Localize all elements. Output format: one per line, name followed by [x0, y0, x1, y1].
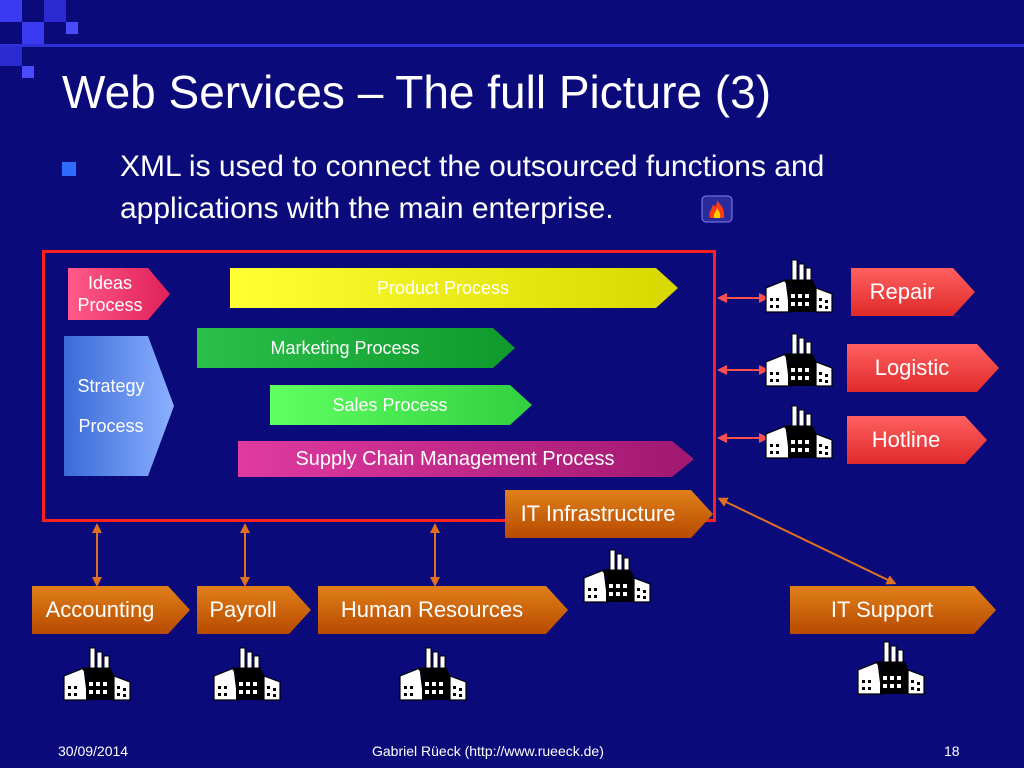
factory-it-infrastructure-icon — [582, 548, 652, 604]
payroll-department: Payroll — [197, 586, 311, 634]
strategy-process-line1: Strategy — [77, 376, 145, 396]
ideas-process-line1: Ideas — [87, 273, 133, 293]
ideas-process: Ideas Process — [68, 268, 170, 320]
factory-accounting-icon — [62, 646, 132, 702]
factory-human-resources-icon — [398, 646, 468, 702]
accounting-department: Accounting — [32, 586, 190, 634]
bullet-marker — [62, 162, 76, 176]
bullet-text: XML is used to connect the outsourced fu… — [120, 150, 825, 225]
factory-repair-icon — [764, 258, 834, 314]
product-process: Product Process — [230, 268, 678, 308]
factory-payroll-icon — [212, 646, 282, 702]
strategy-process: Strategy Process — [64, 336, 174, 476]
human-resources-department: Human Resources — [318, 586, 568, 634]
supply-chain-process: Supply Chain Management Process — [238, 441, 694, 477]
xml-icon[interactable] — [700, 194, 734, 224]
factory-it-support-icon — [856, 640, 926, 696]
factory-logistic-icon — [764, 332, 834, 388]
marketing-process: Marketing Process — [197, 328, 515, 368]
connector-it-support — [717, 497, 897, 585]
slide-title: Web Services – The full Picture (3) — [62, 66, 772, 118]
sales-process: Sales Process — [270, 385, 532, 425]
factory-hotline-icon — [764, 404, 834, 460]
strategy-process-line2: Process — [78, 416, 144, 436]
footer-page-number: 18 — [944, 743, 960, 759]
it-support-department: IT Support — [790, 586, 996, 634]
enterprise-frame — [42, 250, 716, 522]
footer-date: 30/09/2014 — [58, 743, 129, 759]
ideas-process-line2: Process — [77, 295, 143, 315]
hotline-service: Hotline — [847, 416, 987, 464]
it-infrastructure: IT Infrastructure — [505, 490, 713, 538]
header-rule — [0, 44, 1024, 47]
footer-author: Gabriel Rüeck (http://www.rueeck.de) — [372, 743, 604, 759]
logistic-service: Logistic — [847, 344, 999, 392]
repair-service: Repair — [851, 268, 975, 316]
